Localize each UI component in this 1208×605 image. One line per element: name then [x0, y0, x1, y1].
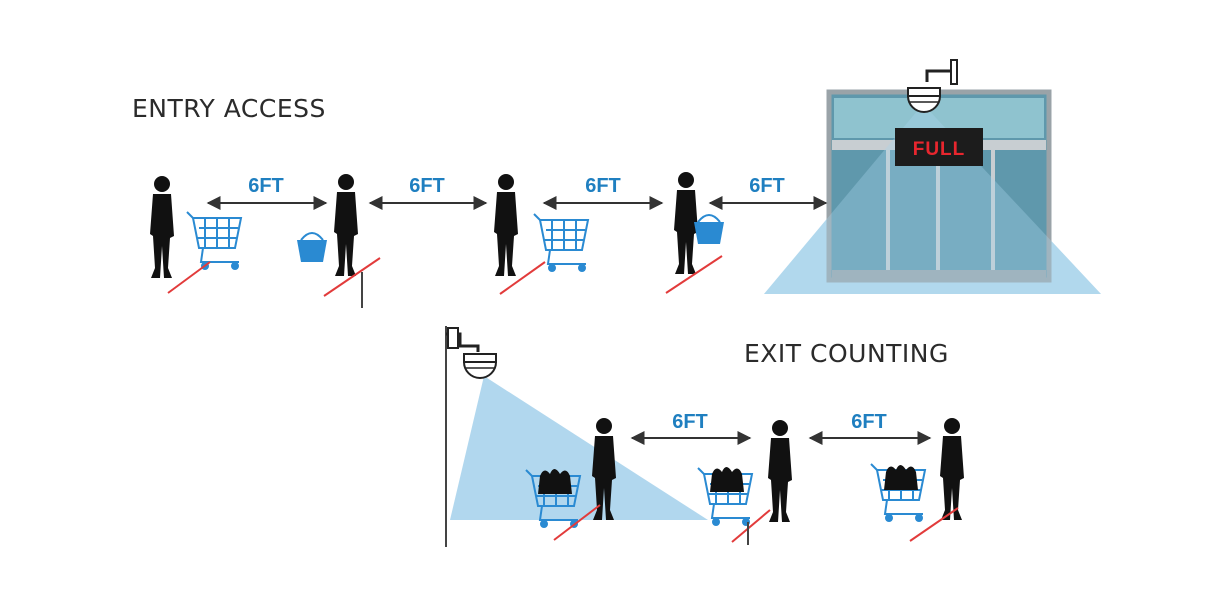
store-entrance [826, 89, 1052, 283]
floor-marker-5 [553, 504, 601, 541]
floor-marker-6 [731, 509, 771, 543]
floor-marker-1 [167, 261, 211, 294]
person-2-silhouette [334, 174, 358, 276]
bags-1-icon [538, 469, 572, 494]
floor-marker-2 [323, 257, 381, 297]
bags-3-icon [884, 465, 918, 490]
person-1-silhouette [150, 176, 174, 278]
bags-2-icon [710, 467, 744, 492]
floor-marker-3 [499, 261, 546, 295]
person-6-silhouette [768, 420, 792, 522]
exit-distance-label-1: 6FT [672, 411, 708, 433]
exit-dome-camera [463, 353, 497, 379]
entry-distance-label-3: 6FT [585, 175, 621, 197]
entry-dome-camera [907, 59, 958, 113]
basket-2-icon [693, 214, 725, 245]
exit-counting-title: EXIT COUNTING [744, 339, 949, 368]
entry-distance-label-1: 6FT [248, 175, 284, 197]
exit-distance-label-2: 6FT [851, 411, 887, 433]
full-sign-text: FULL [913, 139, 966, 160]
cart-1-icon [186, 211, 242, 271]
entry-access-title: ENTRY ACCESS [132, 94, 326, 123]
floor-marker-4 [665, 255, 723, 294]
floor-marker-7 [909, 507, 959, 542]
exit-camera-coverage [450, 376, 708, 520]
basket-1-icon [296, 232, 328, 263]
entry-distance-label-4: 6FT [749, 175, 785, 197]
person-7-silhouette [940, 418, 964, 520]
person-3-silhouette [494, 174, 518, 276]
entry-distance-label-2: 6FT [409, 175, 445, 197]
full-sign [895, 128, 983, 166]
